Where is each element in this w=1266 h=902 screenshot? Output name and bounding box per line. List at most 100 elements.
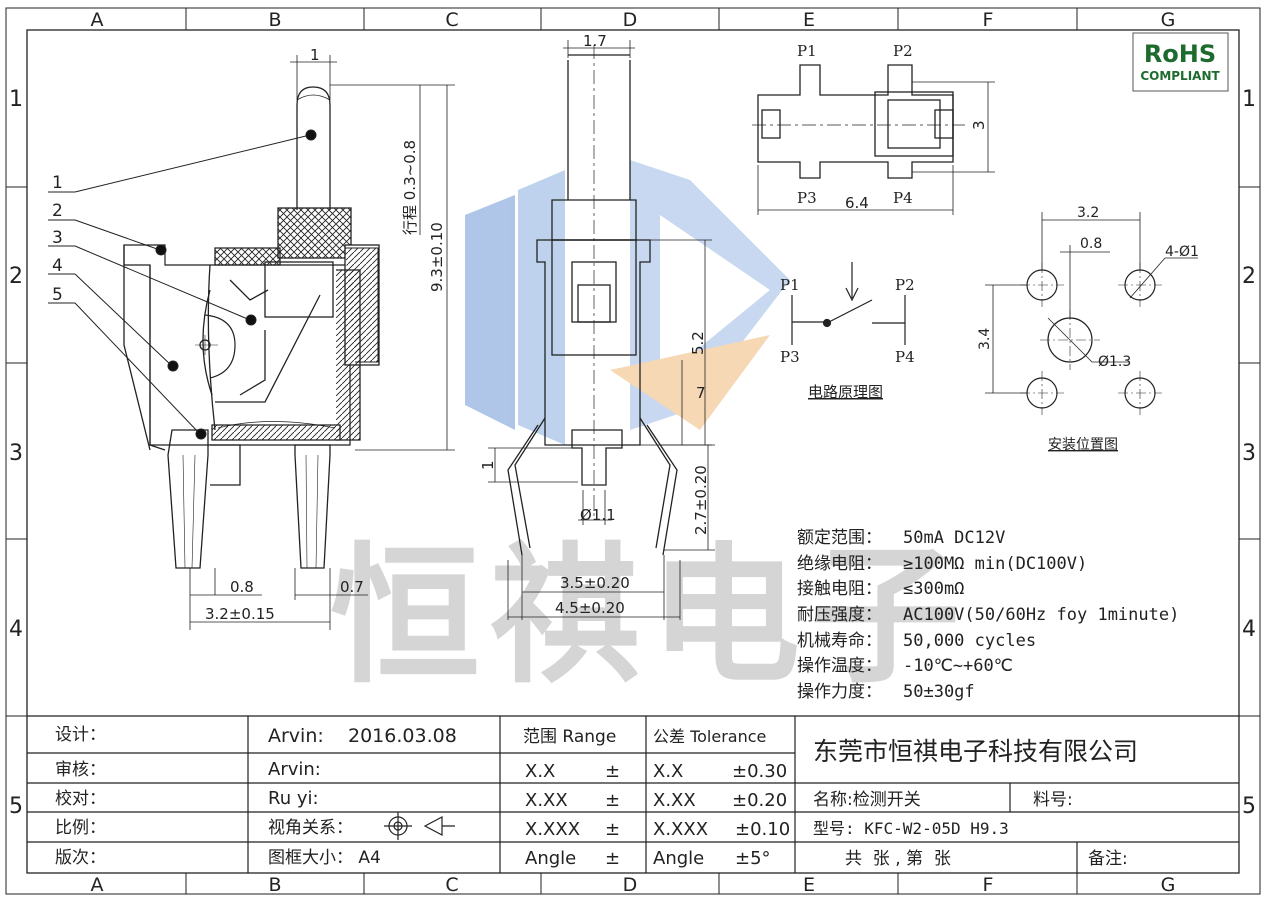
pin-label: P1 bbox=[797, 42, 817, 60]
svg-text:操作力度：: 操作力度： bbox=[797, 682, 882, 702]
row-label: 3 bbox=[1242, 441, 1256, 466]
side-view-dims bbox=[189, 55, 455, 630]
row-label: 比例： bbox=[55, 818, 106, 838]
circuit-title: 电路原理图 bbox=[808, 383, 883, 401]
dim-label: 3.2±0.15 bbox=[205, 605, 275, 623]
top-view-dims bbox=[757, 81, 995, 215]
col-label: D bbox=[623, 9, 638, 31]
callout-label: 2 bbox=[52, 201, 63, 221]
row-label: 4 bbox=[9, 617, 23, 642]
dim-label: 2.7±0.20 bbox=[692, 465, 710, 535]
design-date: 2016.03.08 bbox=[348, 725, 457, 747]
watermark-logo bbox=[465, 160, 790, 445]
side-view-callouts bbox=[48, 129, 317, 440]
dim-label: Ø1.1 bbox=[580, 506, 616, 524]
sheet-count: 共 张 , 第 张 bbox=[845, 849, 951, 869]
svg-text:额定范围：: 额定范围： bbox=[797, 528, 882, 548]
tolerance-header: 公差 Tolerance bbox=[653, 727, 766, 746]
col-label: D bbox=[623, 874, 638, 896]
spec-value: AC100V(50/60Hz foy 1minute) bbox=[903, 605, 1179, 625]
side-view-callout-labels: 1 2 3 4 5 bbox=[52, 173, 63, 305]
row-label: 版次： bbox=[55, 848, 106, 868]
circuit-diagram bbox=[791, 262, 906, 345]
dim-label: 0.7 bbox=[340, 578, 364, 596]
row-label: 5 bbox=[1242, 794, 1256, 819]
spec-row: 操作力度： 50±30gf bbox=[797, 682, 975, 702]
row-label: 3 bbox=[9, 441, 23, 466]
dim-label: 7 bbox=[696, 384, 706, 402]
callout-label: 3 bbox=[52, 228, 63, 248]
mounting-title: 安装位置图 bbox=[1048, 437, 1118, 453]
notes-label: 备注: bbox=[1088, 849, 1128, 869]
tolerance-range: Angle bbox=[653, 848, 704, 869]
pin-label: P4 bbox=[893, 189, 913, 207]
rohs-badge: RoHS COMPLIANT bbox=[1132, 32, 1229, 92]
checker-name: Ru yi: bbox=[268, 788, 319, 809]
spec-row: 接触电阻： ≤300mΩ bbox=[797, 579, 964, 599]
spec-value: ≤300mΩ bbox=[903, 579, 964, 599]
frame-size: 图框大小： A4 bbox=[268, 848, 381, 868]
spec-list: 额定范围：50mA DC12V 绝缘电阻：≥100MΩ min(DC100V) … bbox=[797, 528, 1179, 702]
row-label: 校对： bbox=[55, 789, 106, 809]
spec-row: 机械寿命：50,000 cycles bbox=[797, 631, 1036, 651]
spec-row: 操作温度：-10℃~+60℃ bbox=[797, 656, 1013, 676]
dim-label: 4.5±0.20 bbox=[555, 599, 625, 617]
spec-row: 额定范围： 50mA DC12V bbox=[797, 528, 1005, 548]
company-name: 东莞市恒祺电子科技有限公司 bbox=[813, 737, 1138, 766]
pin-label: P2 bbox=[893, 42, 913, 60]
dim-label: 1 bbox=[310, 46, 320, 64]
projection-symbol-icon bbox=[384, 812, 455, 840]
col-label: A bbox=[91, 9, 104, 31]
dim-label: 1 bbox=[479, 460, 497, 470]
tolerance-value: ±0.10 bbox=[735, 819, 790, 840]
tolerance-range: X.XX bbox=[653, 790, 696, 811]
pm-sign: ± bbox=[605, 761, 620, 782]
front-view-dim-labels: 1.7 5.2 7 1 Ø1.1 2.7±0.20 3.5±0.20 4.5±0… bbox=[479, 32, 710, 617]
dim-label: 行程 0.3~0.8 bbox=[401, 140, 419, 235]
col-label: B bbox=[268, 874, 281, 896]
col-label: C bbox=[445, 9, 458, 31]
col-label: F bbox=[983, 9, 994, 31]
spec-row: 耐压强度： AC100V(50/60Hz foy 1minute) bbox=[797, 605, 1179, 625]
row-label: 5 bbox=[9, 794, 23, 819]
tolerance-value: ±0.30 bbox=[732, 761, 787, 782]
row-label: 2 bbox=[9, 264, 23, 289]
col-label: B bbox=[268, 9, 281, 31]
frame bbox=[5, 7, 1261, 895]
col-label: G bbox=[1161, 874, 1176, 896]
pm-sign: ± bbox=[605, 848, 620, 869]
projection-label: 视角关系： bbox=[268, 818, 353, 838]
frame-column-labels: A B C D E F G A B C D E F G bbox=[91, 9, 1176, 896]
svg-text:操作温度：: 操作温度： bbox=[797, 656, 882, 676]
title-block-text: 设计： 审核： 校对： 比例： 版次： Arvin: 2016.03.08 Ar… bbox=[55, 725, 1138, 869]
dim-label: Ø1.3 bbox=[1098, 354, 1131, 370]
side-view bbox=[123, 86, 380, 569]
tolerance-range: X.XXX bbox=[653, 819, 708, 840]
spec-value: 50,000 cycles bbox=[903, 631, 1036, 651]
dim-label: 4-Ø1 bbox=[1165, 244, 1199, 260]
callout-label: 4 bbox=[52, 256, 63, 276]
range-header: 范围 Range bbox=[523, 727, 616, 747]
dim-label: 3.4 bbox=[977, 328, 993, 350]
svg-text:接触电阻：: 接触电阻： bbox=[797, 579, 882, 599]
col-label: G bbox=[1161, 9, 1176, 31]
pm-sign: ± bbox=[605, 790, 620, 811]
spec-row: 绝缘电阻：≥100MΩ min(DC100V) bbox=[797, 554, 1087, 574]
dim-label: 1.7 bbox=[583, 32, 607, 50]
top-view-labels: P1 P2 P3 P4 3 6.4 bbox=[797, 42, 988, 212]
dim-label: 9.3±0.10 bbox=[428, 222, 446, 292]
range-value: X.XX bbox=[525, 790, 568, 811]
spec-value: 50±30gf bbox=[903, 682, 975, 702]
top-view bbox=[752, 64, 965, 179]
tolerance-value: ±5° bbox=[735, 848, 771, 869]
pm-sign: ± bbox=[605, 819, 620, 840]
svg-text:耐压强度：: 耐压强度： bbox=[797, 605, 882, 625]
pin-label: P1 bbox=[780, 276, 800, 294]
pin-label: P3 bbox=[780, 348, 800, 366]
row-label: 1 bbox=[9, 87, 23, 112]
part-name: 名称:检测开关 bbox=[813, 790, 921, 810]
col-label: F bbox=[983, 874, 994, 896]
spec-value: 50mA DC12V bbox=[903, 528, 1005, 548]
col-label: E bbox=[803, 9, 815, 31]
model-label: 型号: KFC-W2-05D H9.3 bbox=[813, 819, 1009, 838]
